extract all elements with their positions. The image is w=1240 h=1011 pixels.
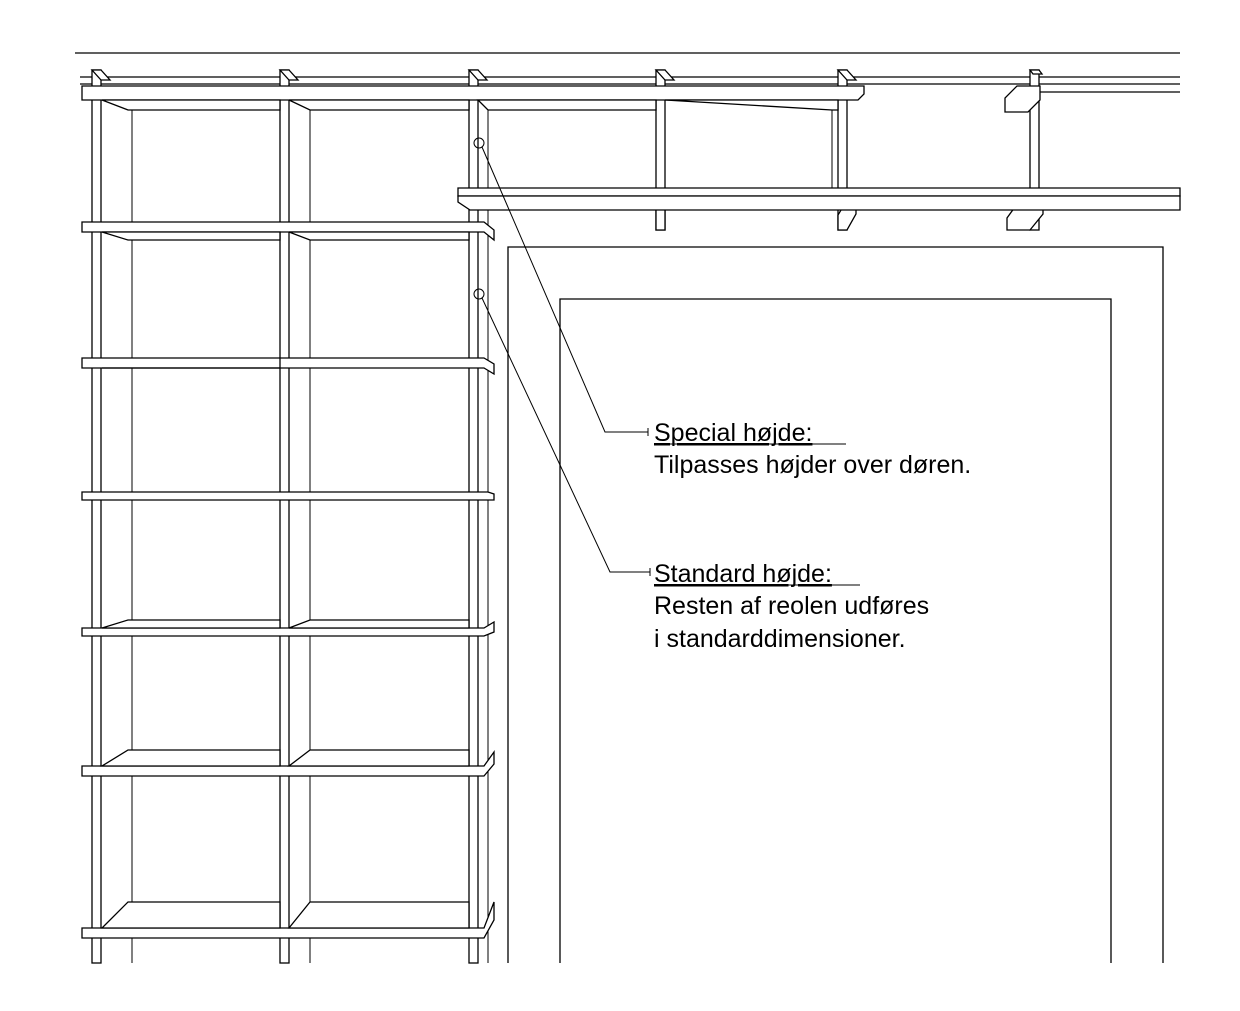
callout-special-title: Special højde:	[654, 419, 812, 447]
leader-standard	[473, 288, 651, 576]
callout-standard-line-1: Resten af reolen udføres	[654, 592, 929, 620]
compartment-backs	[131, 110, 833, 963]
left-shelves	[81, 221, 495, 939]
callout-special-line-1: Tilpasses højder over døren.	[654, 451, 971, 479]
door-frame	[507, 246, 1164, 963]
leader-special	[473, 137, 649, 436]
top-rail	[80, 76, 1180, 93]
callout-standard-line-2: i standarddimensioner.	[654, 625, 906, 653]
callout-standard-title: Standard højde:	[654, 560, 832, 588]
door-header-shelf	[457, 187, 1181, 211]
uprights	[90, 69, 1044, 964]
top-shelf	[81, 85, 865, 111]
